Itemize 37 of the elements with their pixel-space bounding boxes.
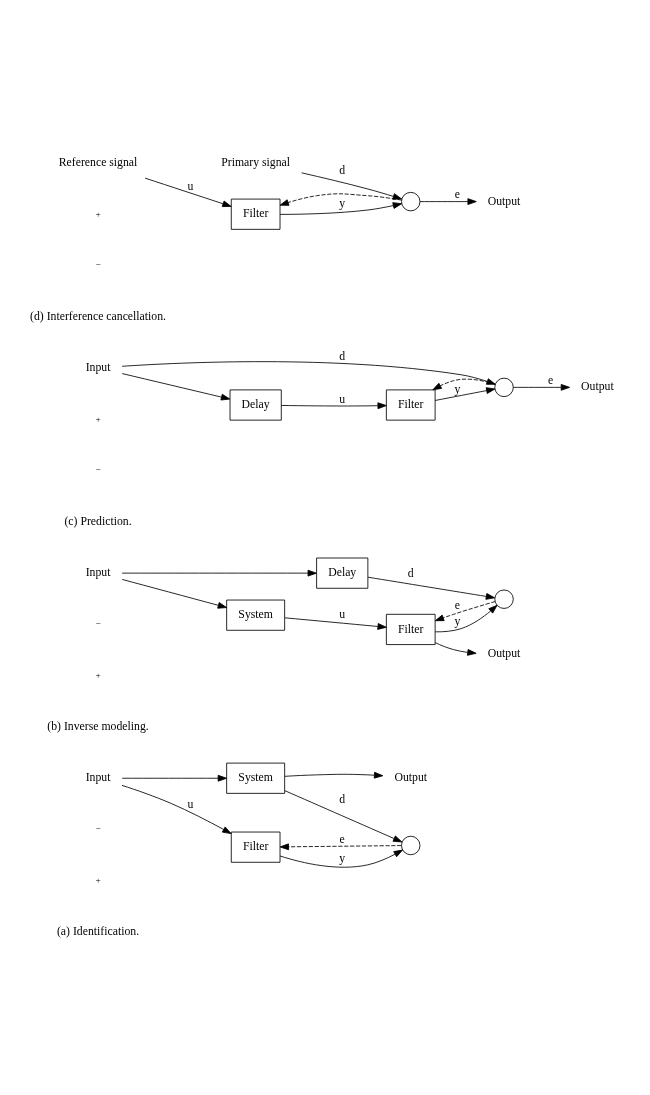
edge-label: u <box>339 392 346 406</box>
edge-label: y <box>454 382 461 396</box>
label: (b) Inverse modeling. <box>47 720 149 734</box>
edge-label: d <box>407 566 414 580</box>
edge-label: d <box>339 164 346 178</box>
node-text: Input <box>85 361 111 375</box>
label: + <box>95 208 101 219</box>
edge-label: d <box>339 349 346 363</box>
label: (a) Identification. <box>56 925 140 939</box>
edge-label: u <box>187 797 194 811</box>
edge-label: e <box>548 374 554 388</box>
label: − <box>95 618 101 629</box>
label: (c) Prediction. <box>64 514 132 528</box>
label: + <box>95 413 101 424</box>
label: − <box>95 823 101 834</box>
label: − <box>95 259 101 270</box>
edge-label: u <box>187 180 194 194</box>
node-text: Output <box>581 380 614 394</box>
edge-label: y <box>454 615 461 629</box>
edge-label: u <box>339 607 346 621</box>
node-text: Output <box>487 646 521 660</box>
label: + <box>95 875 101 886</box>
label: (d) Interference cancellation. <box>30 309 167 323</box>
node-text: Input <box>85 566 111 580</box>
edge-label: e <box>454 188 460 202</box>
node-text: Output <box>394 771 428 785</box>
node-text: Input <box>85 771 111 785</box>
node-text: Output <box>487 194 521 208</box>
edge-label: y <box>339 851 346 865</box>
edge-label: e <box>339 833 345 847</box>
edge-label: e <box>454 599 460 613</box>
label: − <box>95 464 101 475</box>
edge-label: y <box>339 196 346 210</box>
node-text: Primary signal <box>221 156 291 170</box>
node-text: Reference signal <box>58 156 138 170</box>
label: + <box>95 670 101 681</box>
edge-label: d <box>339 792 346 806</box>
